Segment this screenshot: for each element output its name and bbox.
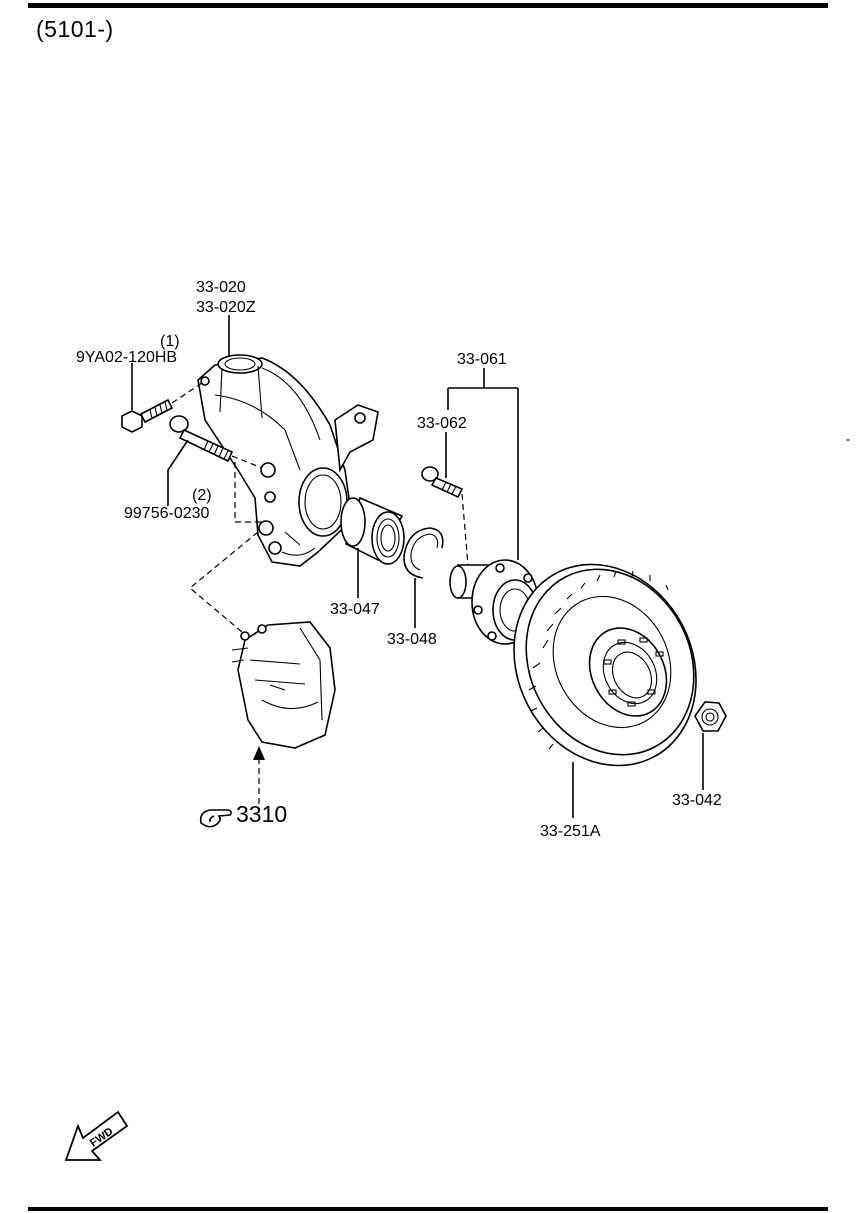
label-qty-2: (2) bbox=[192, 487, 212, 504]
snap-ring[interactable] bbox=[403, 527, 444, 579]
stray-mark bbox=[847, 439, 849, 441]
label-33-061: 33-061 bbox=[457, 351, 507, 368]
label-33-020: 33-020 bbox=[196, 279, 246, 296]
brake-caliper[interactable] bbox=[231, 621, 336, 749]
label-33-042: 33-042 bbox=[672, 792, 722, 809]
hub-bolt[interactable] bbox=[421, 466, 464, 499]
label-33-251a: 33-251A bbox=[540, 823, 601, 840]
steering-knuckle[interactable] bbox=[197, 354, 379, 567]
brake-disc[interactable] bbox=[479, 532, 730, 797]
hub-nut[interactable] bbox=[694, 701, 727, 732]
label-33-048: 33-048 bbox=[387, 631, 437, 648]
bolt-99756-0230[interactable] bbox=[169, 415, 234, 463]
bottom-border-rule bbox=[28, 1207, 828, 1211]
caliper-reference[interactable]: 3310 bbox=[199, 801, 287, 828]
fwd-arrow-icon bbox=[64, 1110, 129, 1161]
top-border-rule bbox=[28, 3, 828, 8]
label-9ya02-120hb: 9YA02-120HB bbox=[76, 349, 177, 366]
caliper-arrow-icon bbox=[253, 746, 265, 760]
wheel-bearing[interactable] bbox=[340, 496, 405, 565]
serial-range-label: (5101-) bbox=[36, 16, 114, 42]
reference-hand-icon bbox=[199, 809, 232, 828]
caliper-reference-number: 3310 bbox=[236, 801, 287, 827]
leader-lines bbox=[131, 315, 704, 818]
label-qty-1: (1) bbox=[160, 333, 180, 350]
label-33-062: 33-062 bbox=[417, 415, 467, 432]
label-33-047: 33-047 bbox=[330, 601, 380, 618]
forward-direction-indicator: FWD bbox=[64, 1110, 129, 1161]
label-33-020z: 33-020Z bbox=[196, 299, 256, 316]
label-99756-0230: 99756-0230 bbox=[124, 505, 210, 522]
bolt-9ya02-120hb[interactable] bbox=[121, 398, 174, 433]
